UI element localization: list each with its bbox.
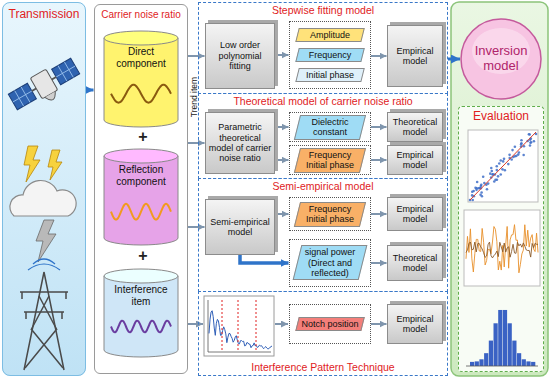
parameter-box: signal power (Direct and reflected) — [289, 239, 371, 287]
node-text: Empirical model — [390, 150, 440, 171]
section-heading: Semi-empirical model — [273, 180, 374, 192]
node-text: Reflection component — [107, 164, 175, 187]
flow-arrow — [188, 323, 203, 325]
parameter-text: Frequency — [297, 48, 363, 62]
flow-arrow — [275, 323, 288, 325]
notch-chart — [204, 296, 274, 356]
flow-arrow — [371, 323, 387, 325]
trend-label: Trend item — [189, 67, 199, 127]
model-section: Stepwise fitting modelLow order polynomi… — [198, 2, 448, 94]
plus-sign: + — [133, 246, 153, 266]
node-text: Interference item — [107, 284, 175, 307]
parameter-text: Notch position — [297, 317, 363, 331]
process-box: Parametric theoretical model of carrier … — [205, 112, 275, 174]
flow-arrow — [86, 89, 94, 92]
histogram — [466, 310, 538, 366]
cylinder-outline — [103, 30, 179, 128]
node-text: Theoretical model — [390, 117, 440, 138]
node-text: Empirical model — [390, 314, 440, 335]
storm-icon — [10, 146, 76, 262]
process-box: Semi-empirical model — [205, 199, 275, 255]
parameter-text: Frequency Initial phase — [297, 202, 363, 227]
node-text: Theoretical model — [390, 253, 440, 274]
flow-arrow — [371, 262, 387, 264]
component-cylinder: Interference item — [103, 268, 179, 358]
flow-arrow — [240, 255, 289, 263]
parameter-text: Initial phase — [297, 68, 363, 82]
model-section: Semi-empirical modelSemi-empirical model… — [198, 178, 448, 292]
inversion-ellipse: Inversion model — [460, 18, 542, 100]
parameter-box: Frequency Initial phase — [289, 197, 371, 231]
node-text: Empirical model — [390, 204, 440, 225]
series-plot — [464, 210, 540, 286]
cylinder-outline — [103, 148, 179, 246]
node-text: Direct component — [107, 46, 175, 69]
flow-arrow — [448, 58, 460, 61]
section-heading: Stepwise fitting model — [272, 4, 374, 16]
model-box: Theoretical model — [387, 245, 443, 281]
model-section: Theoretical model of carrier noise ratio… — [198, 93, 448, 179]
node-text: Empirical model — [390, 46, 440, 67]
transmission-ground — [2, 2, 86, 376]
plus-sign: + — [133, 127, 153, 147]
component-cylinder: Direct component — [103, 30, 179, 128]
model-section: Interference Pattern Technique Notch posi… — [198, 291, 448, 376]
flow-arrow — [275, 213, 289, 215]
node-text: Low order polynomial fitting — [208, 40, 272, 71]
parameter-text: signal power (Direct and reflected) — [297, 245, 363, 280]
node-text: Semi-empirical model — [208, 217, 272, 238]
flow-arrow — [371, 126, 387, 128]
flow-arrow — [371, 55, 387, 57]
process-box: Low order polynomial fitting — [205, 23, 275, 89]
section-heading: Interference Pattern Technique — [251, 361, 394, 373]
evaluation-ground — [458, 106, 544, 372]
evaluation-panel: Evaluation — [458, 106, 544, 372]
flow-arrow — [371, 213, 387, 215]
parameter-box: Notch position — [289, 304, 371, 344]
component-cylinder: Reflection component — [103, 148, 179, 246]
parameter-box: AmplitudeFrequencyInitial phase — [289, 21, 371, 89]
tower-icon — [20, 259, 68, 370]
model-box: Empirical model — [387, 197, 443, 231]
parameter-box: Frequency Initial phase — [289, 145, 371, 175]
flow-arrow — [275, 54, 289, 56]
parameter-text: Amplitude — [297, 28, 363, 42]
result-panel — [451, 2, 548, 376]
node-text: Parametric theoretical model of carrier … — [208, 122, 272, 163]
model-box: Empirical model — [387, 304, 443, 344]
flow-arrow — [188, 142, 205, 144]
carrier-noise-panel: Carrier noise ratioDirect componentRefle… — [94, 4, 188, 374]
section-heading: Transmission — [9, 8, 80, 22]
flow-arrow — [188, 226, 205, 228]
transmission-panel: Transmission — [2, 2, 86, 376]
flow-arrow — [275, 126, 289, 128]
flow-arrow — [371, 159, 387, 161]
flow-arrow — [188, 55, 205, 57]
parameter-box: Dielectric constant — [289, 112, 371, 142]
section-heading: Carrier noise ratio — [101, 9, 180, 21]
model-box: Theoretical model — [387, 112, 443, 142]
satellite-icon — [7, 56, 84, 118]
scatter-plot — [468, 130, 538, 202]
node-text: Inversion model — [464, 44, 538, 74]
cylinder-outline — [103, 268, 179, 358]
parameter-text: Frequency Initial phase — [297, 148, 363, 173]
flow-arrow — [275, 159, 289, 161]
model-box: Empirical model — [387, 25, 443, 87]
section-heading: Evaluation — [473, 110, 529, 124]
parameter-text: Dielectric constant — [297, 115, 363, 140]
model-box: Empirical model — [387, 145, 443, 175]
section-heading: Theoretical model of carrier noise ratio — [233, 95, 412, 107]
